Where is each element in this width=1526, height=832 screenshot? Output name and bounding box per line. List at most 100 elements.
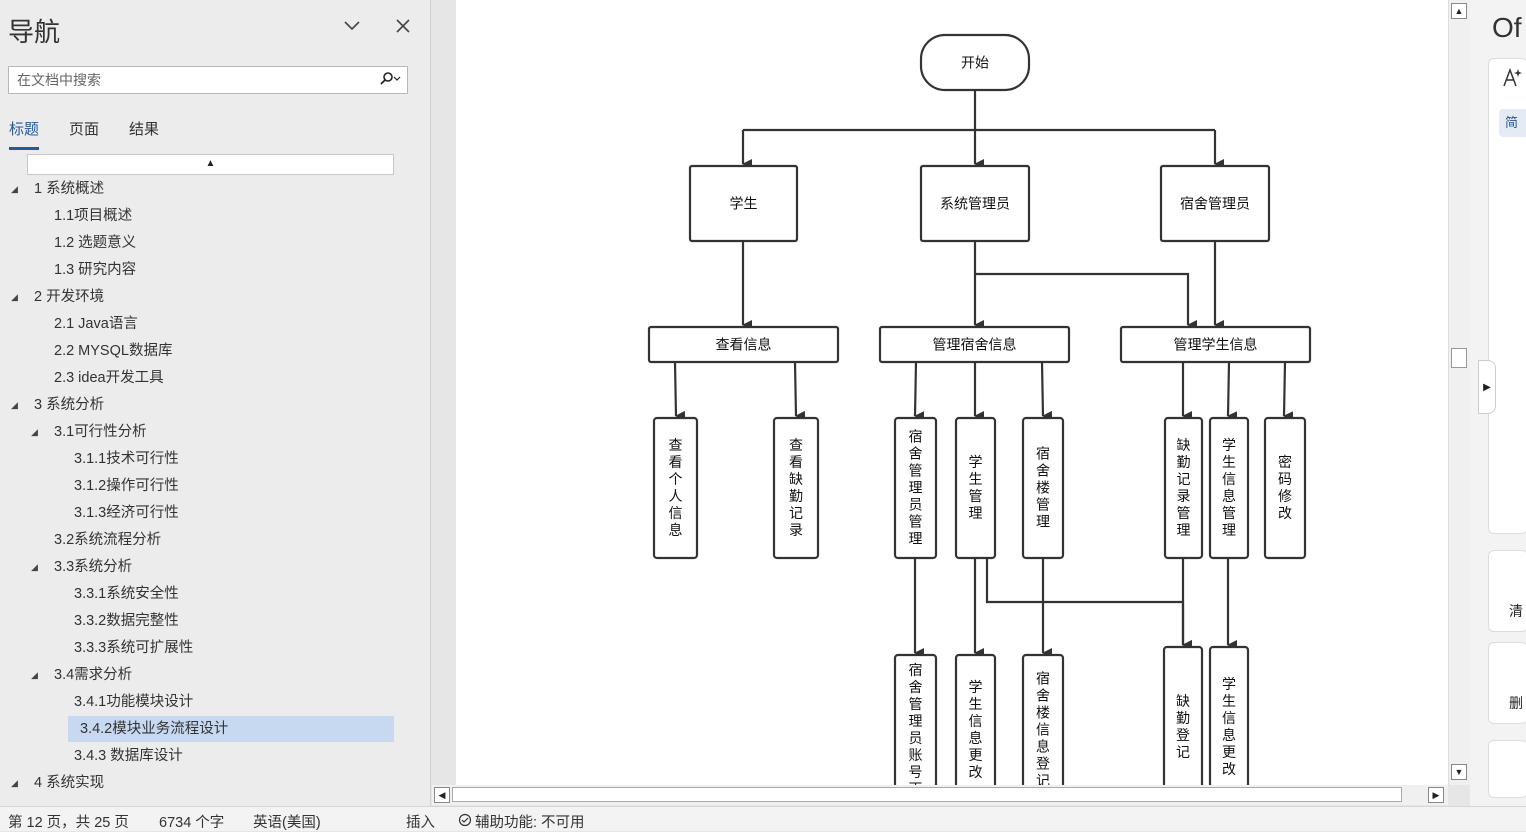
outline-heading[interactable]: ◢ 1 系统概述: [0, 176, 410, 202]
document-canvas[interactable]: 开始学生系统管理员宿舍管理员查看信息管理宿舍信息管理学生信息查看个人信息查看缺勤…: [432, 0, 1448, 785]
outline-heading[interactable]: ◢ 3.3系统分析: [0, 554, 410, 580]
outline-heading[interactable]: 3.4.2模块业务流程设计: [68, 716, 394, 742]
scroll-left-button[interactable]: ◀: [434, 787, 450, 803]
expand-triangle-icon[interactable]: ◢: [11, 184, 18, 194]
outline-heading[interactable]: ◢ 3.1可行性分析: [0, 419, 410, 445]
outline-heading-label: 3.3系统分析: [54, 559, 133, 575]
expand-triangle-icon[interactable]: ◢: [31, 427, 38, 437]
outline-heading-label: 3.4.1功能模块设计: [74, 694, 194, 710]
search-box: [8, 66, 408, 94]
delete-card[interactable]: 删: [1488, 642, 1526, 724]
word-count[interactable]: 6734 个字: [159, 815, 225, 831]
close-icon[interactable]: [391, 14, 415, 38]
search-input[interactable]: [15, 71, 369, 89]
flow-arrow: [673, 361, 686, 421]
outline-heading-label: 3.2系统流程分析: [54, 532, 162, 548]
page-count[interactable]: 第 12 页，共 25 页: [8, 815, 129, 831]
side-pane-chip[interactable]: 简: [1499, 109, 1526, 137]
outline-heading-label: 3.3.1系统安全性: [74, 586, 179, 602]
pane-toggle-chevron-icon[interactable]: ▶: [1478, 360, 1496, 414]
expand-triangle-icon[interactable]: ◢: [11, 400, 18, 410]
horizontal-scroll-thumb[interactable]: [452, 787, 1402, 802]
svg-text:管理宿舍信息: 管理宿舍信息: [933, 337, 1017, 354]
outline-heading[interactable]: ◢ 4 系统实现: [0, 770, 410, 790]
flow-arrow: [1282, 361, 1294, 422]
svg-text:学生信息管理: 学生信息管理: [1222, 438, 1236, 539]
outline-heading[interactable]: 3.1.2操作可行性: [0, 473, 410, 499]
svg-text:缺勤登记: 缺勤登记: [1176, 694, 1190, 761]
outline-heading[interactable]: ◢3.4需求分析: [0, 662, 410, 688]
svg-text:密码修改: 密码修改: [1278, 454, 1292, 522]
expand-triangle-icon[interactable]: ◢: [11, 778, 18, 788]
tab-headings[interactable]: 标题: [9, 118, 40, 150]
expand-triangle-icon[interactable]: ◢: [31, 670, 38, 680]
expand-triangle-icon[interactable]: ◢: [31, 562, 38, 572]
flowchart-diagram: 开始学生系统管理员宿舍管理员查看信息管理宿舍信息管理学生信息查看个人信息查看缺勤…: [647, 33, 1312, 786]
svg-text:管理学生信息: 管理学生信息: [1174, 337, 1258, 354]
horizontal-scrollbar[interactable]: ◀ ▶: [432, 785, 1448, 805]
outline-heading[interactable]: ◢ 3 系统分析: [0, 392, 410, 418]
svg-text:开始: 开始: [961, 56, 989, 72]
collapse-all-button[interactable]: ▲: [27, 154, 394, 175]
svg-text:宿舍管理员: 宿舍管理员: [1180, 196, 1250, 213]
outline-heading-label: 1.1项目概述: [54, 208, 133, 224]
outline-heading-label: 2.3 idea开发工具: [54, 370, 164, 386]
flowchart-function-node: 查看个人信息: [652, 416, 699, 560]
tab-pages[interactable]: 页面: [69, 121, 100, 138]
outline-heading[interactable]: 2.1 Java语言: [0, 311, 410, 337]
outline-heading[interactable]: 2.2 MYSQL数据库: [0, 338, 410, 364]
vertical-scroll-thumb[interactable]: [1451, 348, 1467, 368]
side-pane-card-bottom[interactable]: [1488, 740, 1526, 798]
scroll-right-button[interactable]: ▶: [1428, 787, 1444, 803]
nav-options-chevron-icon[interactable]: [340, 14, 364, 38]
insert-mode[interactable]: 插入: [406, 815, 435, 831]
outline-heading[interactable]: 2.3 idea开发工具: [0, 365, 410, 391]
language-indicator[interactable]: 英语(美国): [253, 815, 321, 831]
side-pane-card[interactable]: 简: [1488, 58, 1526, 534]
flowchart-subfunction-node: 宿舍楼信息登记: [1021, 653, 1065, 786]
outline-heading-label: 3 系统分析: [34, 397, 105, 413]
outline-heading-label: 2 开发环境: [34, 289, 105, 305]
scroll-down-button[interactable]: ▼: [1451, 764, 1467, 780]
outline-heading-label: 3.3.2数据完整性: [74, 613, 179, 629]
flow-arrow: [985, 558, 1192, 650]
flowchart-module-node: 管理学生信息: [1119, 325, 1312, 364]
scroll-up-button[interactable]: ▲: [1451, 3, 1467, 19]
flowchart-role-node: 系统管理员: [919, 164, 1031, 243]
outline-heading-label: 1 系统概述: [34, 181, 105, 197]
outline-heading[interactable]: 3.3.2数据完整性: [0, 608, 410, 634]
flowchart-module-node: 管理宿舍信息: [878, 325, 1071, 364]
outline-heading[interactable]: 3.3.1系统安全性: [0, 581, 410, 607]
clear-label: 清: [1509, 603, 1523, 619]
outline-heading-label: 2.1 Java语言: [54, 316, 138, 332]
flow-arrow: [913, 361, 925, 422]
outline-heading[interactable]: 3.4.3 数据库设计: [0, 743, 410, 769]
outline-heading[interactable]: 3.1.1技术可行性: [0, 446, 410, 472]
outline-heading-label: 3.3.3系统可扩展性: [74, 640, 194, 656]
document-left-margin: [432, 0, 456, 785]
vertical-scrollbar[interactable]: ▲ ▼: [1448, 0, 1471, 785]
outline-heading[interactable]: 1.3 研究内容: [0, 257, 410, 283]
outline-heading-label: 3.4.3 数据库设计: [74, 748, 183, 764]
flowchart-function-node: 学生信息管理: [1208, 416, 1250, 560]
outline-heading-label: 4 系统实现: [34, 775, 105, 790]
outline-heading[interactable]: 1.1项目概述: [0, 203, 410, 229]
outline-heading[interactable]: 3.2系统流程分析: [0, 527, 410, 553]
outline-heading[interactable]: 3.4.1功能模块设计: [0, 689, 410, 715]
flowchart-subfunction-node: 宿舍管理员账号更: [893, 653, 938, 785]
expand-triangle-icon[interactable]: ◢: [11, 292, 18, 302]
clear-card[interactable]: 清: [1488, 550, 1526, 632]
outline-heading-label: 3.1可行性分析: [54, 424, 147, 440]
outline-heading[interactable]: 3.1.3经济可行性: [0, 500, 410, 526]
tab-results[interactable]: 结果: [129, 121, 160, 138]
outline-heading[interactable]: 3.3.3系统可扩展性: [0, 635, 410, 661]
search-icon[interactable]: [379, 72, 401, 89]
outline-heading-label: 3.4.2模块业务流程设计: [80, 721, 229, 737]
accessibility-status[interactable]: 辅助功能: 不可用: [457, 811, 585, 832]
outline-heading[interactable]: 1.2 选题意义: [0, 230, 410, 256]
outline-heading[interactable]: ◢ 2 开发环境: [0, 284, 410, 310]
collapse-up-icon: ▲: [205, 158, 216, 169]
outline-heading-label: 2.2 MYSQL数据库: [54, 343, 173, 359]
svg-text:宿舍楼信息登记: 宿舍楼信息登记: [1036, 671, 1050, 786]
